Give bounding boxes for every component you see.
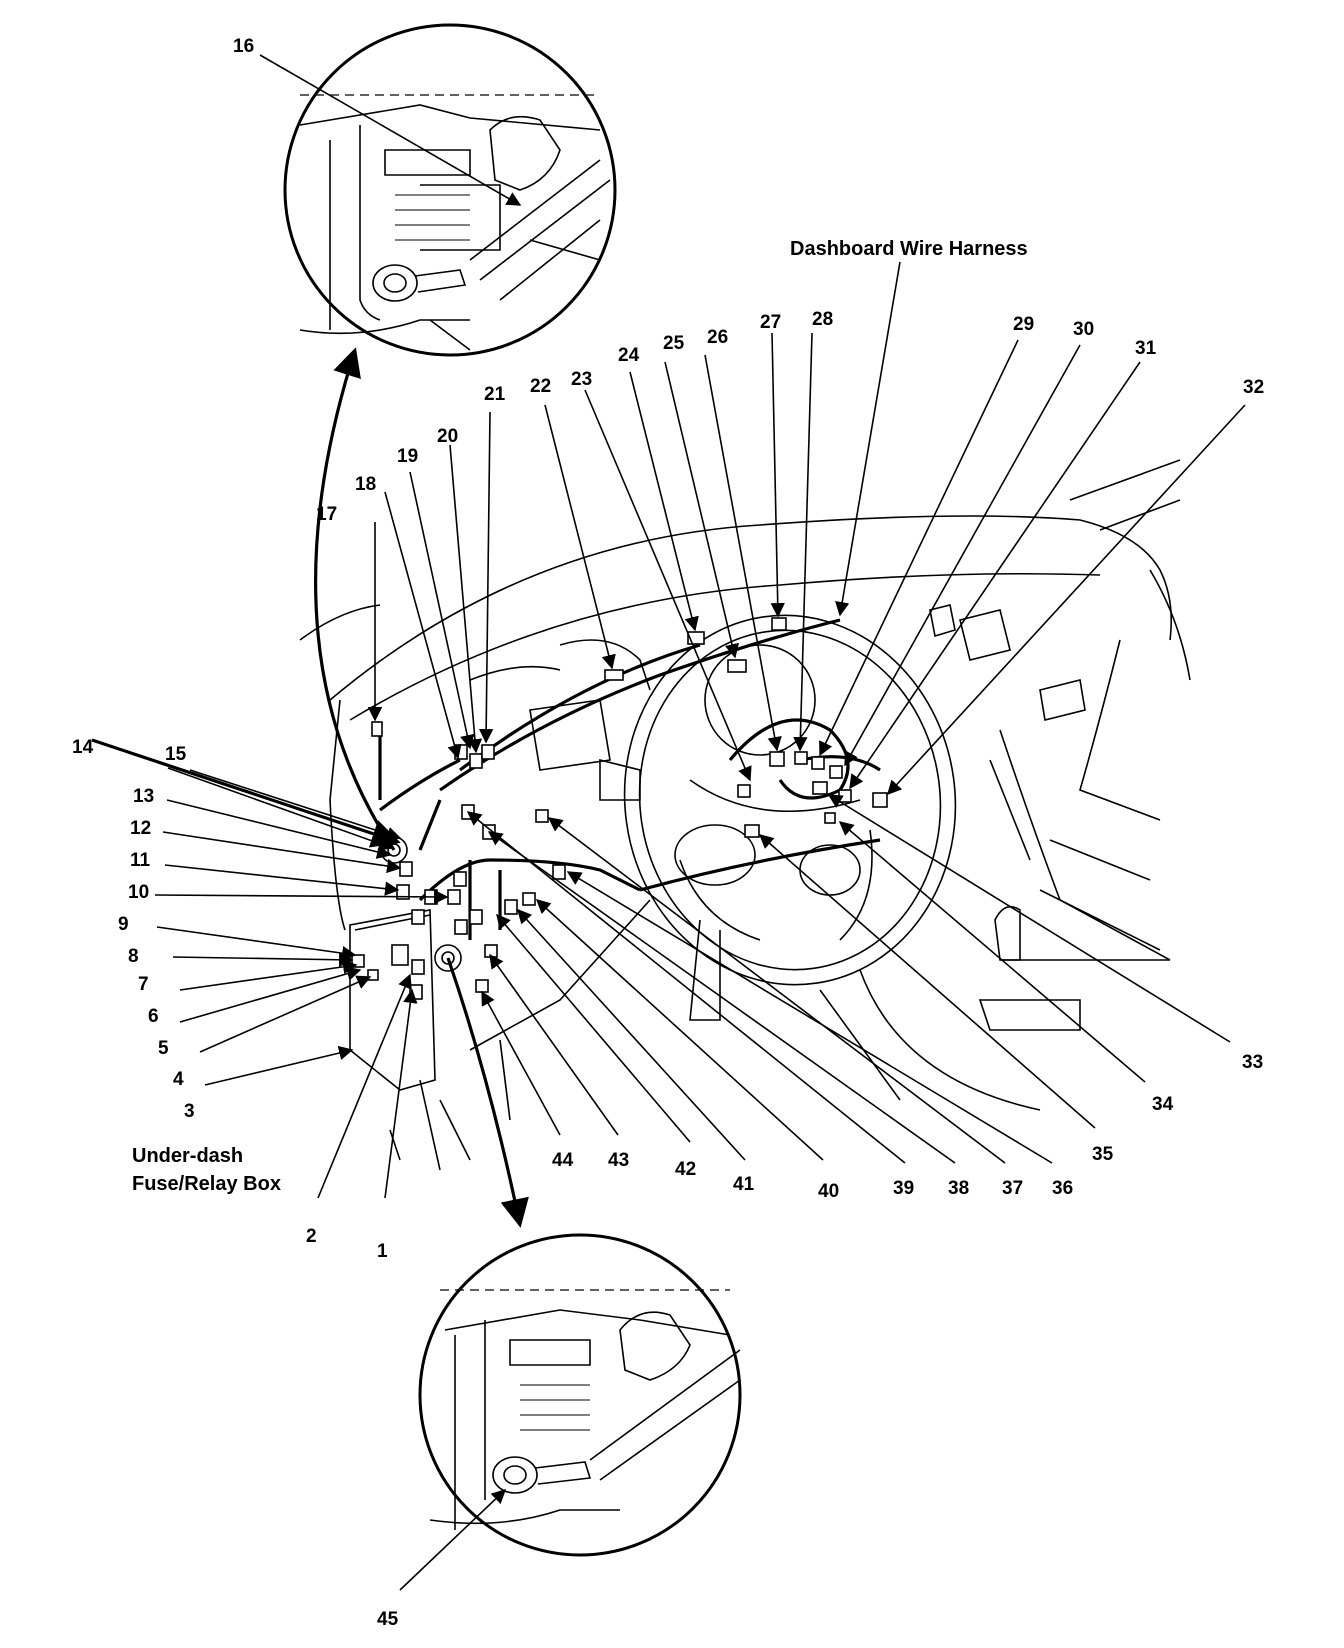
caption-underdash-line1: Under-dash [132,1145,243,1167]
callout-17: 17 [316,504,337,525]
callout-2: 2 [306,1226,317,1247]
callout-39: 39 [893,1178,914,1199]
callout-14: 14 [72,737,94,758]
callout-22: 22 [530,376,551,397]
caption-underdash-line2: Fuse/Relay Box [132,1173,281,1195]
callout-1: 1 [377,1241,388,1262]
callout-29: 29 [1013,314,1034,335]
underdash-fuse-relay-box [349,909,436,1091]
callout-40: 40 [818,1181,839,1202]
callout-15: 15 [165,744,187,765]
callout-34: 34 [1152,1094,1174,1115]
caption-dashboard-wire-harness: Dashboard Wire Harness [790,238,1028,260]
callout-41: 41 [733,1174,755,1195]
callout-24: 24 [618,345,640,366]
callout-44: 44 [552,1150,574,1171]
harness-wires [378,618,881,940]
callout-20: 20 [437,426,458,447]
callout-43: 43 [608,1150,629,1171]
callout-36: 36 [1052,1178,1073,1199]
callout-11: 11 [130,850,151,871]
callout-37: 37 [1002,1178,1023,1199]
callout-33: 33 [1242,1052,1263,1073]
callout-3: 3 [184,1101,195,1122]
callout-6: 6 [148,1006,159,1027]
callout-4: 4 [173,1069,184,1090]
callout-23: 23 [571,369,592,390]
callout-8: 8 [128,946,139,967]
leader-dashboard-harness [835,261,901,617]
leader-to-top-circle [313,347,396,851]
callout-5: 5 [158,1038,169,1059]
connectors [351,617,888,1000]
callout-25: 25 [663,333,685,354]
callout-numbers: 1 2 3 4 5 6 7 8 9 10 11 12 13 14 15 16 1… [72,36,1264,1630]
callout-38: 38 [948,1178,969,1199]
callout-10: 10 [128,882,149,903]
callout-30: 30 [1073,319,1094,340]
callout-19: 19 [397,446,418,467]
detail-circle-bottom [418,1233,742,1557]
callout-leaders [91,332,1246,1199]
steering-wheel [623,614,957,986]
dashboard-outline [299,459,1191,1171]
leader-45 [399,1489,507,1591]
callout-28: 28 [812,309,833,330]
callout-16: 16 [233,36,254,57]
callout-45: 45 [377,1609,399,1630]
callout-12: 12 [130,818,151,839]
callout-26: 26 [707,327,728,348]
callout-18: 18 [355,474,376,495]
callout-9: 9 [118,914,129,935]
callout-32: 32 [1243,377,1264,398]
callout-13: 13 [133,786,154,807]
leader-16 [259,54,522,206]
callout-7: 7 [138,974,149,995]
detail-circle-top [283,23,617,357]
callout-35: 35 [1092,1144,1114,1165]
callout-42: 42 [675,1159,696,1180]
callout-21: 21 [484,384,506,405]
callout-31: 31 [1135,338,1157,359]
leader-to-bottom-circle [446,957,529,1228]
callout-27: 27 [760,312,781,333]
